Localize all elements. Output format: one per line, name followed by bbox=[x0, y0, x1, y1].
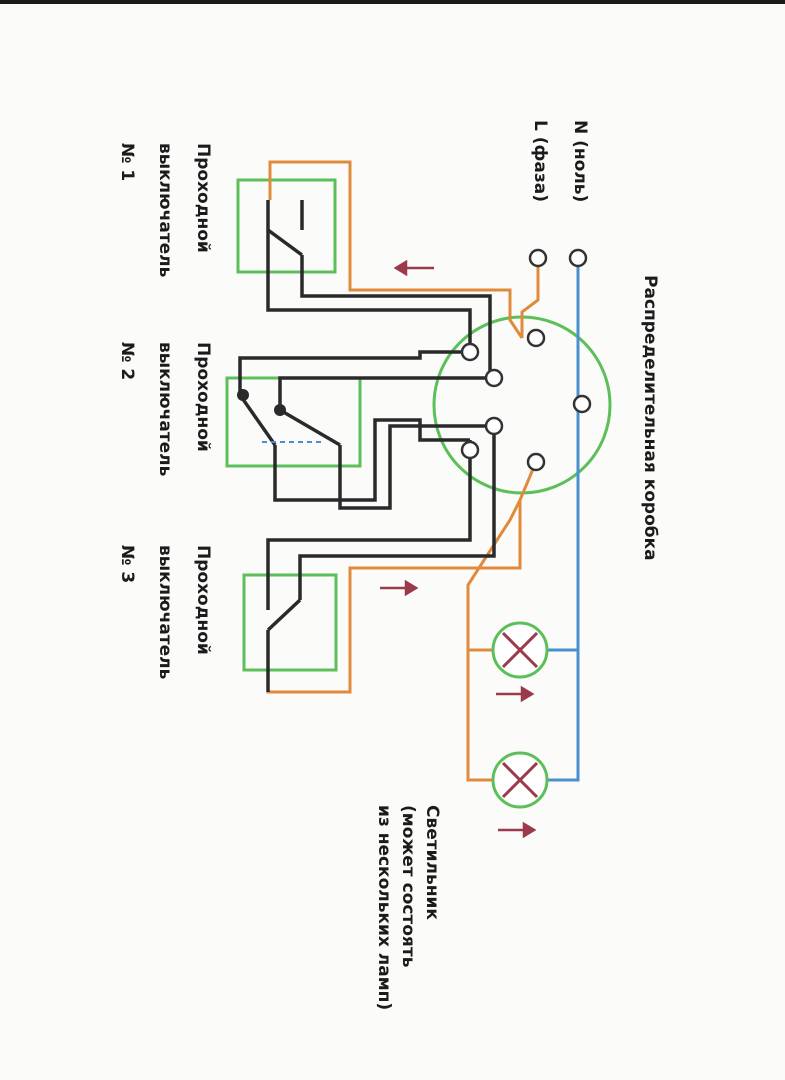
arrow-lamp-2 bbox=[498, 821, 537, 839]
switch-2-contact-a bbox=[238, 393, 277, 447]
arrow-to-switch-1 bbox=[393, 259, 434, 277]
switch-2-node-a bbox=[237, 389, 249, 401]
mains-terminals bbox=[528, 248, 588, 268]
phase-to-switch-1 bbox=[268, 160, 524, 339]
switch-2-title: Проходной bbox=[193, 342, 213, 452]
traveler-2a bbox=[238, 350, 470, 395]
phase-supply-wire bbox=[520, 258, 540, 338]
switch-3-box bbox=[242, 573, 338, 672]
switch-2-number: № 2 bbox=[117, 342, 137, 380]
phase-label: L (фаза) bbox=[530, 120, 550, 202]
switch-2-subtitle: выключатель bbox=[155, 342, 175, 476]
traveler-3a bbox=[266, 440, 472, 610]
junction-box-label: Распределительная коробка bbox=[640, 275, 660, 561]
switch-2-contact-b bbox=[279, 408, 341, 447]
lamp-feed-wire bbox=[466, 461, 538, 782]
switch-1-contact bbox=[266, 228, 304, 257]
traveler-1b bbox=[300, 255, 492, 378]
switch-1-title: Проходной bbox=[193, 143, 213, 253]
scan-edge bbox=[0, 0, 785, 4]
switch-3-contact bbox=[266, 598, 302, 632]
traveler-2c bbox=[273, 418, 470, 502]
traveler-2d bbox=[338, 424, 494, 510]
traveler-2b bbox=[278, 376, 494, 410]
neutral-label: N (ноль) bbox=[570, 120, 590, 202]
switch-3-subtitle: выключатель bbox=[155, 545, 175, 679]
switch-2-node-b bbox=[274, 404, 286, 416]
luminaire-title: Светильник bbox=[422, 805, 442, 920]
switch-3-to-lamp-wire bbox=[266, 500, 522, 694]
traveler-3b bbox=[298, 426, 496, 600]
arrow-from-switch-3 bbox=[380, 579, 419, 597]
switch-1-number: № 1 bbox=[117, 143, 137, 181]
neutral-wire bbox=[548, 258, 580, 782]
luminaire-note-1: (может состоять bbox=[398, 805, 418, 967]
luminaire-note-2: из нескольких ламп) bbox=[374, 805, 394, 1010]
switch-1-subtitle: выключатель bbox=[155, 143, 175, 277]
flow-arrows bbox=[380, 259, 537, 839]
switch-3-title: Проходной bbox=[193, 545, 213, 655]
junction-terminals bbox=[460, 328, 592, 472]
lamp-1 bbox=[491, 621, 549, 679]
traveler-1a bbox=[266, 200, 472, 352]
switch-1-box bbox=[236, 178, 337, 274]
lamp-2 bbox=[491, 751, 549, 809]
arrow-lamp-1 bbox=[496, 685, 535, 703]
switch-3-number: № 3 bbox=[117, 545, 137, 583]
